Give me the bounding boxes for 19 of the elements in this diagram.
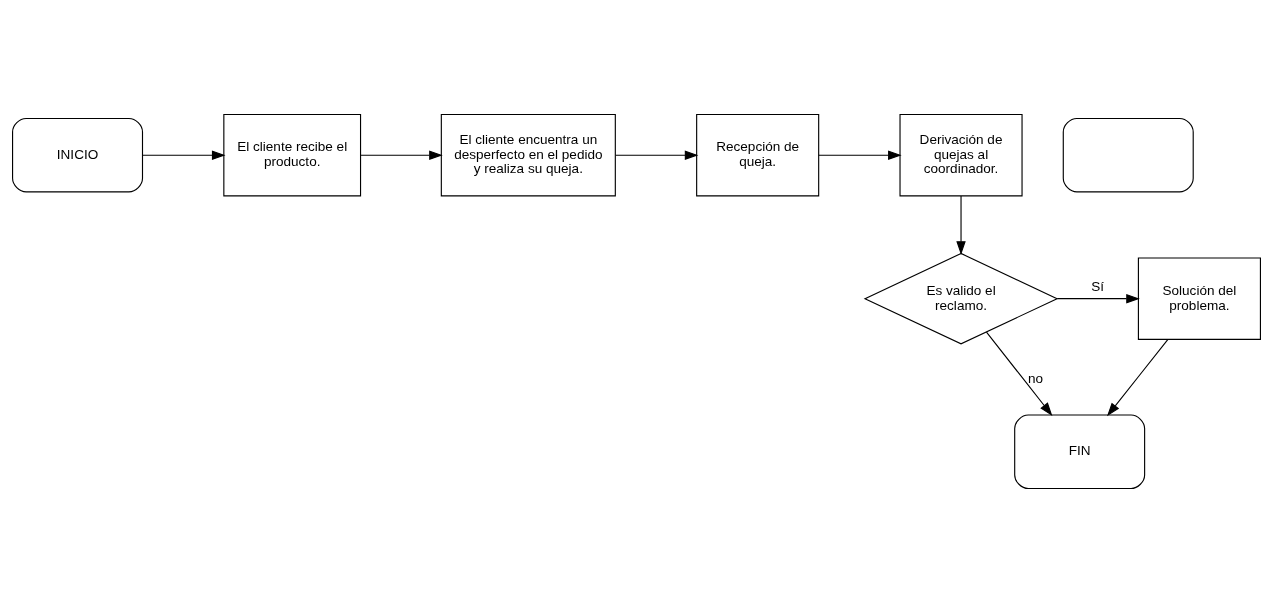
node-box: FIN (1014, 414, 1146, 490)
edge-label: Sí (1091, 279, 1105, 295)
node-box: Solución del problema. (1137, 257, 1261, 340)
arrow (1107, 338, 1169, 417)
arrow (956, 195, 966, 255)
arrow (818, 150, 902, 160)
node-box: INICIO (12, 117, 144, 193)
edge-label: no (1028, 370, 1044, 386)
arrow (1056, 293, 1140, 304)
node-box: El cliente encuentra un desperfecto en el pedido y realiza su queja. (440, 113, 616, 197)
arrow (360, 150, 443, 160)
arrow (615, 150, 699, 160)
arrow (141, 150, 226, 160)
node-oval (1062, 117, 1194, 193)
arrow (985, 331, 1053, 416)
node-diamond: Es valido el reclamo. (863, 252, 1059, 345)
node-box: El cliente recibe el producto. (223, 113, 362, 197)
node-box: Derivación de quejas al coordinador. (899, 113, 1023, 197)
node-box: Recepción de queja. (696, 113, 820, 197)
